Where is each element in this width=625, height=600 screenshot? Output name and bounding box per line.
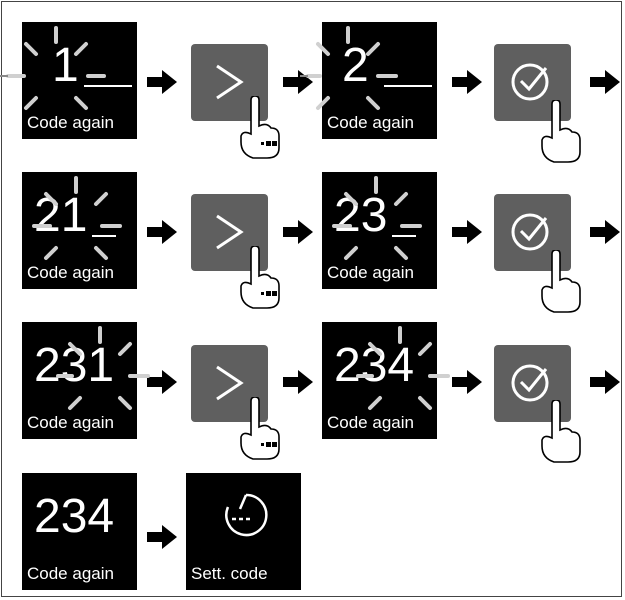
pointing-hand-icon (541, 400, 581, 463)
arrow-right-icon (452, 70, 482, 94)
code-digits: 234 (334, 339, 415, 392)
display-step-3: 21 Code again (22, 172, 137, 289)
pointing-hand-icon (541, 250, 581, 313)
code-digits: 234 (34, 490, 115, 543)
code-digits: 2 (342, 39, 369, 92)
arrow-right-icon (283, 220, 313, 244)
check-circle-icon (511, 63, 549, 101)
display-caption: Code again (327, 113, 414, 132)
display-caption: Code again (327, 263, 414, 282)
arrow-right-icon (283, 70, 313, 94)
display-caption: Code again (327, 413, 414, 432)
arrow-right-icon (147, 525, 177, 549)
arrow-right-icon (147, 220, 177, 244)
chevron-right-icon (216, 365, 244, 401)
entry-dashes (92, 235, 116, 237)
display-step-2: 2 Code again (322, 22, 437, 139)
timer-icon (225, 493, 268, 537)
pointing-hand-icon (240, 397, 280, 460)
display-step-6: 234 Code again (322, 322, 437, 439)
arrow-right-icon (590, 70, 620, 94)
display-caption: Code again (27, 263, 114, 282)
display-step-4: 23 Code again (322, 172, 437, 289)
chevron-right-icon (216, 214, 244, 250)
pointing-hand-icon (541, 100, 581, 163)
code-digits: 21 (34, 189, 88, 242)
arrow-right-icon (147, 70, 177, 94)
entry-dashes (384, 85, 432, 87)
display-step-5: 231 Code again (22, 322, 137, 439)
check-circle-icon (511, 213, 549, 251)
arrow-right-icon (452, 370, 482, 394)
entry-dashes (392, 235, 416, 237)
display-caption: Code again (27, 113, 114, 132)
display-step-8: Sett. code (186, 473, 301, 590)
display-caption: Sett. code (191, 564, 268, 583)
arrow-right-icon (590, 220, 620, 244)
display-caption: Code again (27, 413, 114, 432)
arrow-right-icon (590, 370, 620, 394)
code-digits: 23 (334, 189, 388, 242)
arrow-right-icon (283, 370, 313, 394)
display-step-7: 234 Code again (22, 473, 137, 590)
display-caption: Code again (27, 564, 114, 583)
check-circle-icon (511, 364, 549, 402)
arrow-right-icon (452, 220, 482, 244)
chevron-right-icon (216, 64, 244, 100)
arrow-right-icon (147, 370, 177, 394)
display-step-1: 1 Code again (22, 22, 137, 139)
code-digits: 231 (34, 339, 115, 392)
entry-dashes (84, 85, 132, 87)
pointing-hand-icon (240, 96, 280, 159)
pointing-hand-icon (240, 246, 280, 309)
